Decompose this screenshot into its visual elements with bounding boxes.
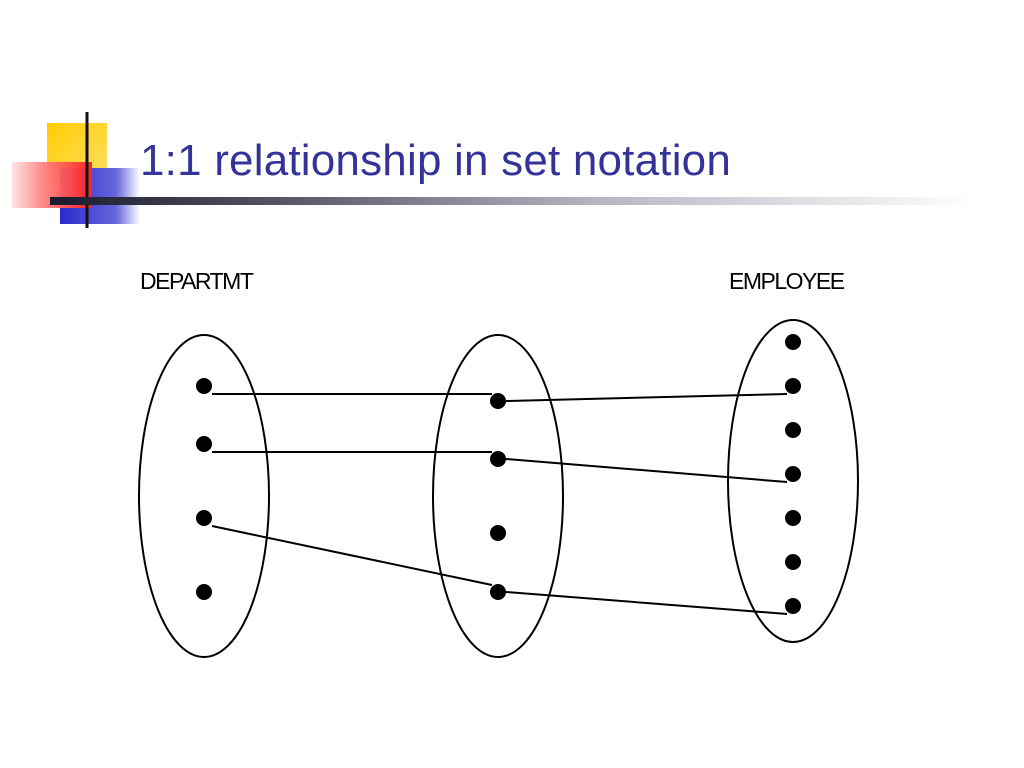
departmt-element-dot [196, 510, 212, 526]
relationship-link-5 [211, 525, 493, 586]
middle-element-dot [490, 584, 506, 600]
slide-title: 1:1 relationship in set notation [140, 136, 732, 185]
departmt-set-ellipse [138, 334, 270, 658]
relationship-link-4 [505, 458, 788, 483]
departmt-element-dot [196, 436, 212, 452]
employee-element-dot [785, 466, 801, 482]
middle-element-dot [490, 393, 506, 409]
employee-element-dot [785, 334, 801, 350]
employee-element-dot [785, 598, 801, 614]
employee-element-dot [785, 422, 801, 438]
middle-set-ellipse [432, 334, 564, 658]
employee-element-dot [785, 510, 801, 526]
slide-logo [12, 112, 140, 228]
employee-set-ellipse [727, 319, 859, 643]
employee-set-label: EMPLOYEE [729, 268, 845, 294]
employee-element-dot [785, 378, 801, 394]
relationship-link-2 [505, 393, 788, 402]
relationship-link-6 [505, 591, 788, 615]
middle-element-dot [490, 525, 506, 541]
departmt-element-dot [196, 378, 212, 394]
middle-element-dot [490, 451, 506, 467]
employee-element-dot [785, 554, 801, 570]
departmt-element-dot [196, 584, 212, 600]
title-underline [50, 197, 974, 205]
departmt-set-label: DEPARTMT [140, 268, 254, 294]
